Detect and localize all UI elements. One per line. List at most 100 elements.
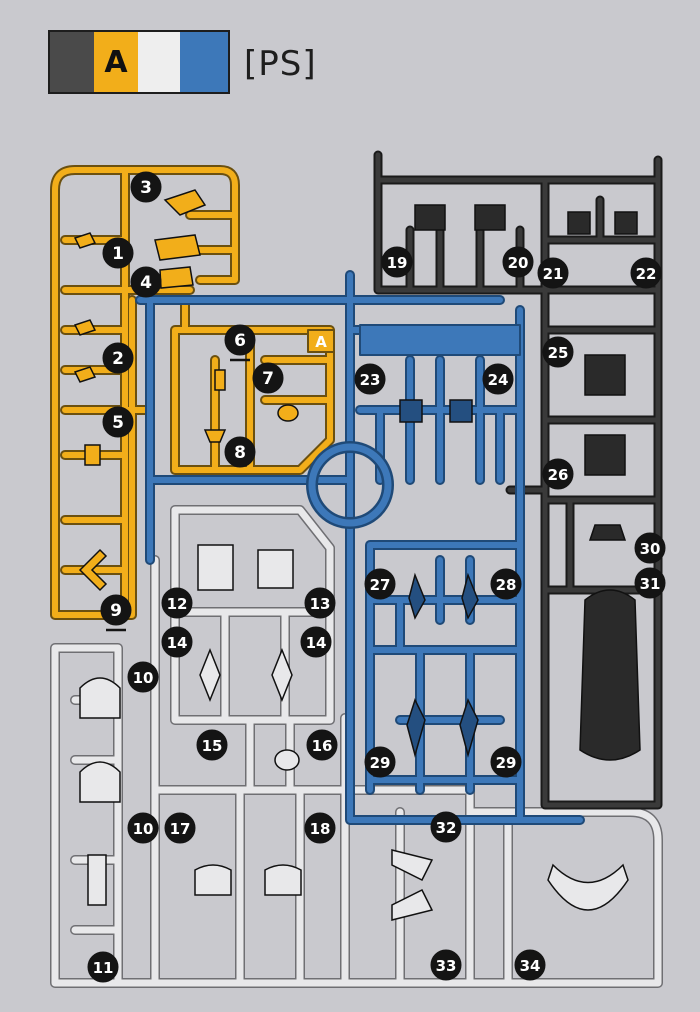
gray-swatch (50, 32, 94, 92)
gray-part-shape (391, 849, 434, 882)
part-number-badge (634, 567, 666, 599)
yellow-part-shape (203, 429, 227, 443)
part-number-29: 29 (364, 746, 396, 778)
part-number-10: 10 (127, 661, 159, 693)
part-number-badge (161, 626, 193, 658)
gray-part-shape (264, 864, 302, 896)
part-number-text: 2 (112, 349, 124, 369)
part-number-14: 14 (300, 626, 332, 658)
gray-part-shape (257, 549, 294, 589)
part-number-text: 26 (548, 466, 569, 484)
runner-letter-swatch: A (94, 32, 138, 92)
part-number-badge (164, 812, 196, 844)
part-number-23: 23 (354, 363, 386, 395)
part-number-badge (542, 336, 574, 368)
part-number-34: 34 (514, 949, 546, 981)
black-part-shape (588, 524, 627, 541)
part-number-text: 21 (543, 265, 564, 283)
part-number-badge (130, 171, 162, 203)
part-number-badge (300, 626, 332, 658)
black-part-shape (614, 211, 638, 235)
part-number-badge (482, 363, 514, 395)
gray-part-shape (197, 544, 234, 591)
gray-part-shape (271, 647, 293, 703)
white-swatch (138, 32, 180, 92)
blue-part-shape (459, 698, 479, 758)
part-number-20: 20 (502, 246, 534, 278)
part-number-text: 19 (387, 254, 408, 272)
part-number-12: 12 (161, 587, 193, 619)
part-number-badge (542, 458, 574, 490)
runner-letter: A (104, 44, 128, 80)
part-number-25: 25 (542, 336, 574, 368)
part-number-text: 6 (234, 331, 246, 351)
part-number-text: 11 (93, 959, 114, 977)
black-part-shape (414, 204, 446, 231)
part-number-badge (127, 661, 159, 693)
part-number-text: 29 (370, 754, 391, 772)
yellow-part-shape (73, 366, 97, 383)
part-number-text: 32 (436, 819, 457, 837)
gray-part-shape (547, 863, 629, 911)
part-number-text: 27 (370, 576, 391, 594)
part-number-badge (634, 532, 666, 564)
part-number-text: 22 (636, 265, 657, 283)
part-number-2: 2 (102, 342, 134, 374)
part-number-text: 31 (640, 575, 661, 593)
blue-part-shape (399, 399, 423, 423)
black-part-shape (474, 204, 506, 231)
black-part-shape (584, 434, 626, 476)
gray-part-shape (391, 888, 434, 921)
part-number-text: 10 (133, 820, 154, 838)
blue-part-shape (408, 572, 426, 620)
part-number-text: 5 (112, 413, 124, 433)
part-number-7: 7 (252, 362, 284, 394)
part-number-badge (304, 812, 336, 844)
runner-color-legend: A (48, 30, 230, 94)
part-number-badge (304, 587, 336, 619)
yellow-runner (50, 165, 335, 620)
yellow-part-shape (163, 189, 207, 216)
part-number-badge (364, 746, 396, 778)
yellow-part-shape (214, 369, 226, 391)
part-number-3: 3 (130, 171, 162, 203)
yellow-part-shape (73, 319, 97, 336)
yellow-part-shape (154, 234, 201, 261)
part-number-29: 29 (490, 746, 522, 778)
part-number-24: 24 (482, 363, 514, 395)
part-number-text: 25 (548, 344, 569, 362)
part-number-33: 33 (430, 949, 462, 981)
part-number-5: 5 (102, 406, 134, 438)
parts-shapes (73, 189, 641, 921)
part-number-text: 20 (508, 254, 529, 272)
part-number-badge (490, 746, 522, 778)
yellow-part-shape (78, 548, 108, 592)
part-number-text: 12 (167, 595, 188, 613)
part-number-badge (161, 587, 193, 619)
part-number-badge (514, 949, 546, 981)
runner-tag-plate (307, 329, 335, 353)
part-number-27: 27 (364, 568, 396, 600)
part-number-19: 19 (381, 246, 413, 278)
blue-part-shape (406, 698, 426, 758)
part-number-10: 10 (127, 812, 159, 844)
part-number-15: 15 (196, 729, 228, 761)
blue-swatch (180, 32, 228, 92)
part-number-18: 18 (304, 812, 336, 844)
part-number-badge (364, 568, 396, 600)
part-number-8: 8 (224, 436, 256, 468)
gray-part-shape (199, 647, 221, 703)
gray-part-shape (79, 677, 121, 719)
part-number-badge (130, 266, 162, 298)
part-number-9: 9 (100, 594, 132, 632)
part-number-28: 28 (490, 568, 522, 600)
part-number-text: 8 (234, 443, 246, 463)
part-number-badge (630, 257, 662, 289)
part-number-31: 31 (634, 567, 666, 599)
black-part-shape (584, 354, 626, 396)
part-number-text: 1 (112, 244, 124, 264)
part-number-badge (430, 811, 462, 843)
gray-part-shape (194, 864, 232, 896)
